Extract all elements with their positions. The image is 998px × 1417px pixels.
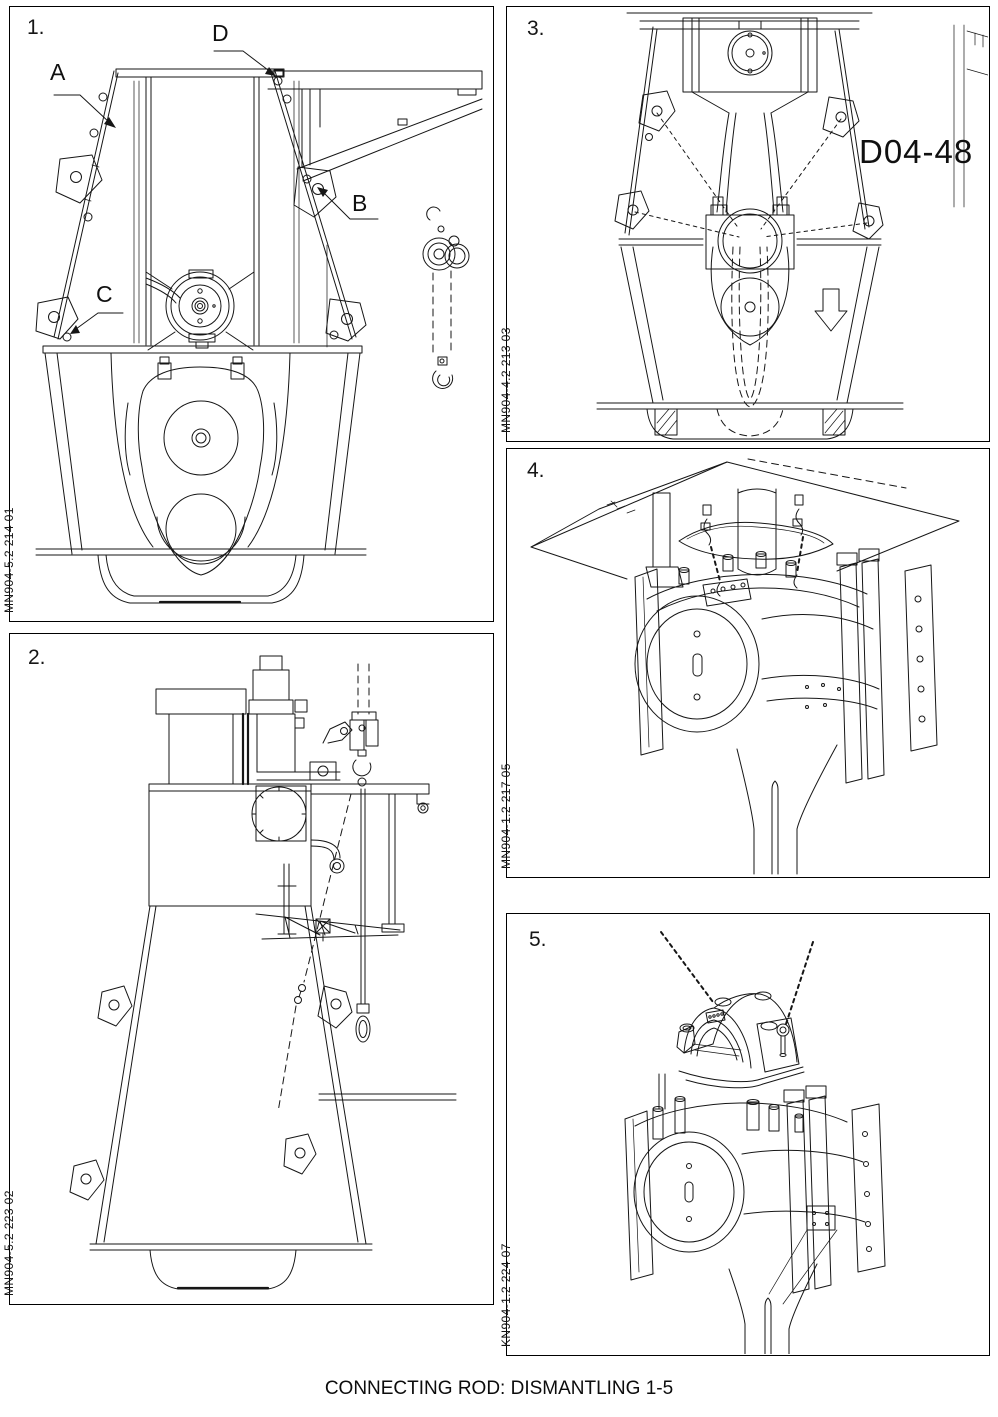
panel-number: 2. <box>28 646 46 669</box>
panel-number: 1. <box>27 16 45 39</box>
engine-front-view-drawing <box>35 50 483 604</box>
figure-panel-3: 3. D04-48 MN904-4.2 213 03 <box>499 6 990 442</box>
big-end-guide-rails-drawing <box>530 458 960 875</box>
figure-ref-code: MN904-5.2 214 01 <box>2 507 16 613</box>
callout-label-b: B <box>352 190 368 216</box>
piston <box>682 17 818 114</box>
engine-platform <box>530 458 960 580</box>
sling-lines <box>634 112 868 238</box>
chain-sling <box>702 494 804 597</box>
bearing-cap-removal-drawing <box>624 931 886 1354</box>
big-end <box>705 196 795 346</box>
big-end-assembly <box>624 1073 886 1305</box>
sling-line-right <box>785 941 814 1025</box>
support-bracket <box>267 70 483 182</box>
connecting-rod-shank <box>736 744 838 875</box>
panel-number: 5. <box>529 928 547 951</box>
tool-code-annotation: D04-48 <box>859 133 974 170</box>
figure-panel-5: 5. KN904-1.2 224 07 <box>499 913 990 1356</box>
lifting-lug-d <box>273 69 284 86</box>
piston-small-end <box>145 269 255 351</box>
callout-label-d: D <box>212 20 229 46</box>
sling-line-left <box>660 931 714 1003</box>
callout-leaders <box>53 50 379 334</box>
big-end-assembly <box>634 548 938 784</box>
sling-line <box>277 793 352 1113</box>
figure-ref-code: KN904-1.2 224 07 <box>499 1243 513 1347</box>
callout-label-c: C <box>96 281 113 307</box>
figure-ref-code: MN904-1.2 217 05 <box>499 763 513 869</box>
chain-block-icon <box>349 663 379 787</box>
chain-hoist-icon <box>422 206 470 389</box>
figure-panel-4: 4. MN904-1.2 217 05 <box>499 448 990 878</box>
bearing-cap <box>676 991 805 1089</box>
lifting-rod <box>355 788 371 1043</box>
lifting-lug-a <box>55 92 108 222</box>
figure-panel-1: 1. A B C D MN904-5.2 214 01 <box>2 6 494 622</box>
connecting-rod-shank <box>728 1263 818 1354</box>
down-arrow-icon <box>814 288 848 332</box>
hydraulic-tool <box>241 655 353 786</box>
page-caption: CONNECTING ROD: DISMANTLING 1-5 <box>324 1378 674 1399</box>
panel-number: 3. <box>527 17 545 40</box>
figure-ref-code: MN904-4.2 213 03 <box>499 327 513 433</box>
crank-web <box>124 356 278 576</box>
lifting-lug-c <box>35 296 79 342</box>
engine-side-view-drawing <box>69 655 457 1290</box>
callout-label-a: A <box>50 59 66 85</box>
figure-panel-2: 2. MN904-5.2 223 02 <box>2 633 494 1305</box>
figure-ref-code: MN904-5.2 223 02 <box>2 1190 16 1296</box>
panel-number: 4. <box>527 459 545 482</box>
piston-lowering-drawing <box>596 12 988 440</box>
